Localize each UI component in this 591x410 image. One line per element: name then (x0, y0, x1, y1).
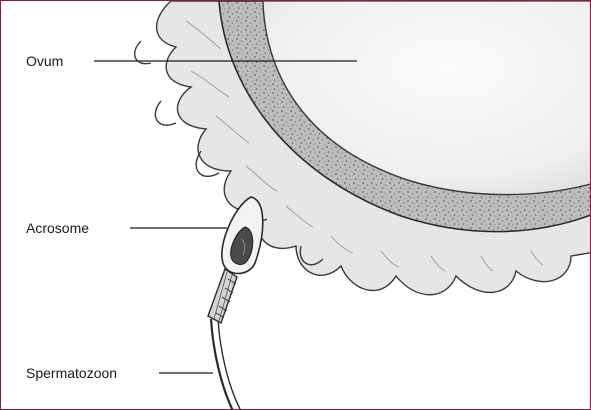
sperm-midpiece (208, 269, 237, 323)
ovum-label: Ovum (26, 53, 63, 69)
acrosome-label: Acrosome (26, 220, 89, 236)
sperm-tail (211, 319, 233, 409)
spermatozoon-illustration (208, 197, 263, 409)
spermatozoon-label: Spermatozoon (26, 365, 117, 381)
